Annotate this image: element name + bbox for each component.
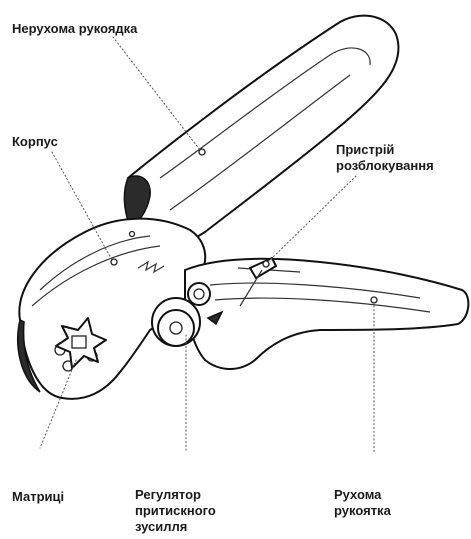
label-moving-handle: Рухома рукоятка — [334, 487, 391, 519]
moving-handle — [185, 259, 468, 369]
label-pressure-regulator: Регулятор притискного зусилля — [135, 487, 216, 535]
label-body: Корпус — [12, 134, 58, 150]
label-release-mechanism: Пристрій розблокування — [336, 142, 434, 174]
label-dies: Матриці — [12, 489, 64, 505]
label-fixed-handle: Нерухома рукоядка — [12, 21, 137, 37]
fixed-handle — [124, 16, 398, 240]
